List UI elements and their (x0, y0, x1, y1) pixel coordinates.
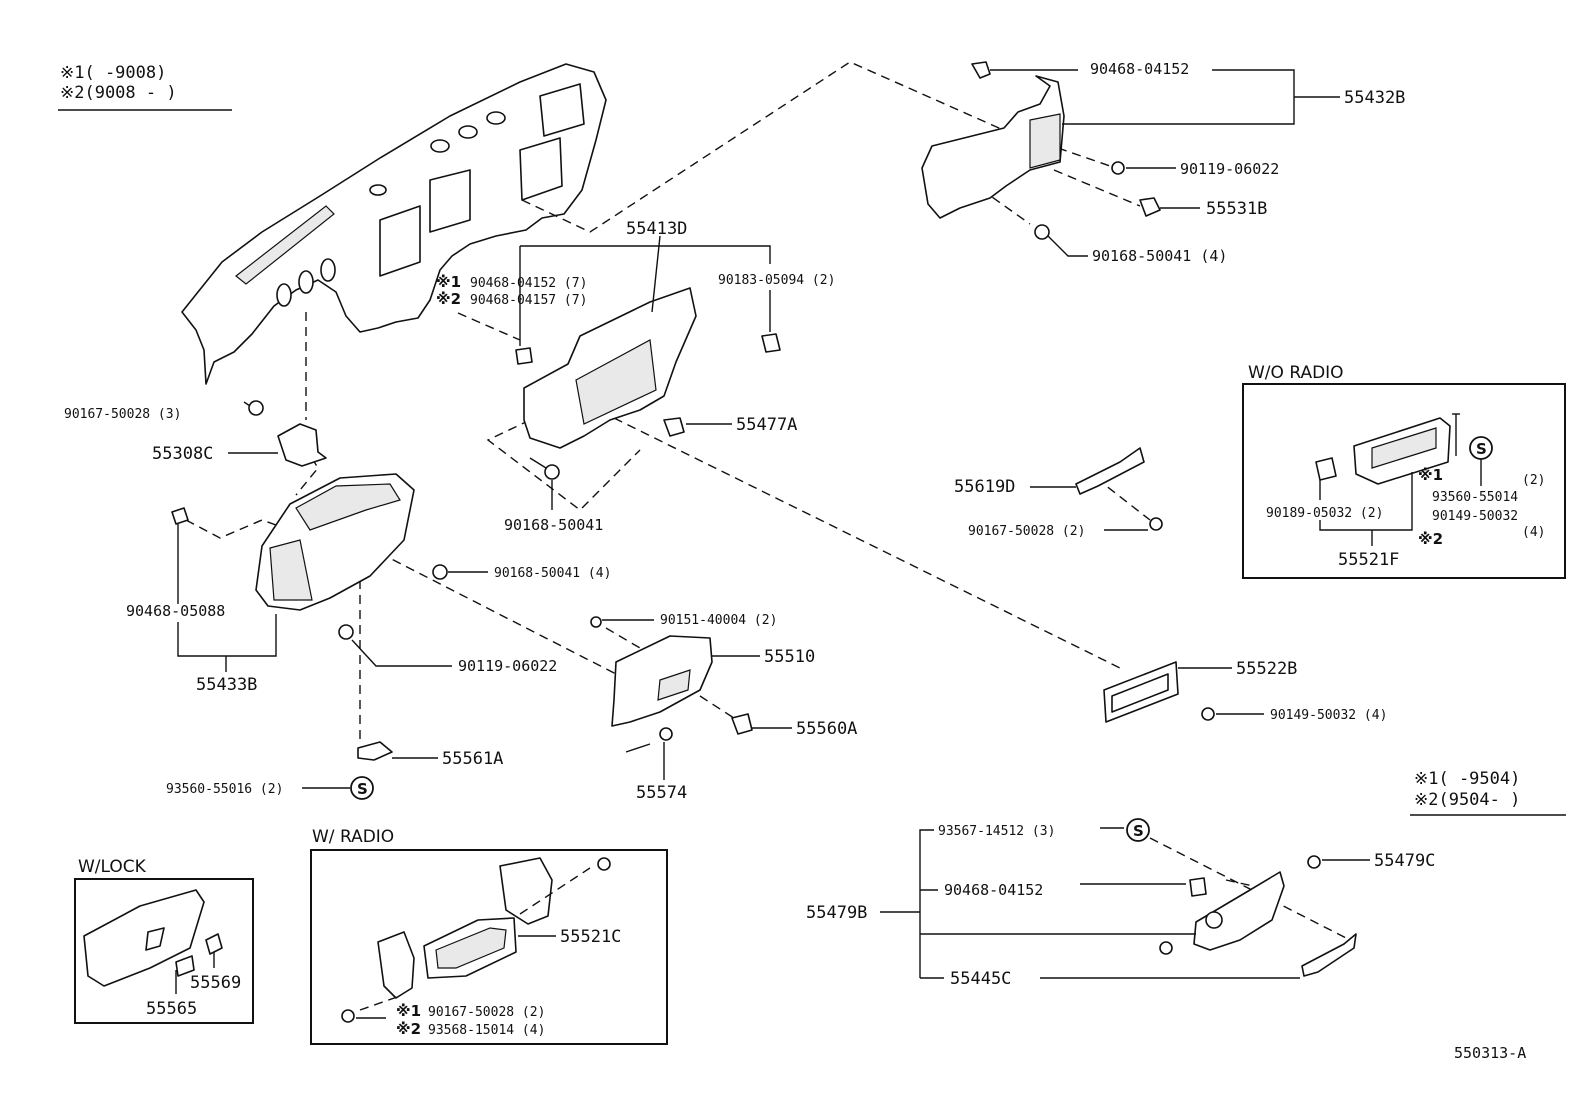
part-55561A (357, 741, 393, 761)
label-qty4-b: (4) (1522, 525, 1545, 540)
label-90183-05094: 90183-05094 (2) (718, 273, 835, 288)
label-90149-50032: 90149-50032 (1432, 509, 1518, 524)
legend-tl-row2: ※2(9008 - ) (60, 83, 177, 103)
service-symbol-wo-radio: S (1476, 440, 1487, 458)
label-93560-55016: 93560-55016 (2) (166, 782, 283, 797)
label-90468-04157-7: 90468-04157 (7) (470, 293, 587, 308)
label-90468-04152-low: 90468-04152 (944, 881, 1043, 899)
label-90167-50028-2-low: 90167-50028 (2) (428, 1005, 545, 1020)
service-symbol-left: S (357, 780, 368, 798)
label-90168-50041: 90168-50041 (504, 516, 603, 534)
box-wo-radio-title: W/O RADIO (1248, 363, 1344, 383)
part-55479B (1159, 855, 1357, 977)
part-55510 (590, 616, 753, 753)
label-55531B: 55531B (1206, 199, 1267, 219)
label-sym1-b: ※1 (1418, 466, 1443, 484)
box-w-lock: W/LOCK (74, 857, 254, 1024)
service-symbols: S S S (350, 436, 1493, 842)
part-55522B (1103, 661, 1215, 723)
label-55308C: 55308C (152, 444, 213, 464)
label-55574: 55574 (636, 783, 687, 803)
label-55619D: 55619D (954, 477, 1015, 497)
label-55561A: 55561A (442, 749, 503, 769)
service-symbol-right: S (1133, 822, 1144, 840)
label-55479B: 55479B (806, 903, 867, 923)
label-90149-50032-4-mid: 90149-50032 (4) (1270, 708, 1387, 723)
legend-r-row1: ※1( -9504) (1414, 769, 1520, 789)
part-labels: 90468-04152 55432B 90119-06022 55531B 90… (64, 60, 1545, 1062)
legend-right: ※1( -9504) ※2(9504- ) (1410, 769, 1566, 816)
label-90468-04152-7: 90468-04152 (7) (470, 276, 587, 291)
label-sym1-a: ※1 (436, 273, 461, 291)
label-90189-05032: 90189-05032 (2) (1266, 506, 1383, 521)
leader-lines (175, 69, 1482, 1019)
label-90468-04152-top: 90468-04152 (1090, 60, 1189, 78)
clip-90468-04152-top (971, 61, 991, 79)
label-90167-50028-3: 90167-50028 (3) (64, 407, 181, 422)
label-90167-50028-2-mid: 90167-50028 (2) (968, 524, 1085, 539)
label-90168-50041-4-top: 90168-50041 (4) (1092, 247, 1227, 265)
label-90468-05088: 90468-05088 (126, 602, 225, 620)
label-55565: 55565 (146, 999, 197, 1019)
box-w-radio-title: W/ RADIO (312, 827, 394, 847)
label-55477A: 55477A (736, 415, 797, 435)
label-93568-15014: 93568-15014 (4) (428, 1023, 545, 1038)
label-sym2-a: ※2 (436, 290, 461, 308)
legend-tl-row1: ※1( -9008) (60, 63, 166, 83)
label-90168-50041-4-mid: 90168-50041 (4) (494, 566, 611, 581)
label-55432B: 55432B (1344, 88, 1405, 108)
label-55479C: 55479C (1374, 851, 1435, 871)
label-qty2-b: (2) (1522, 473, 1545, 488)
label-55522B: 55522B (1236, 659, 1297, 679)
label-90119-06022-mid: 90119-06022 (458, 657, 557, 675)
label-55510: 55510 (764, 647, 815, 667)
part-55433B (171, 473, 448, 640)
label-55413D: 55413D (626, 219, 687, 239)
box-w-lock-title: W/LOCK (78, 857, 147, 877)
box-w-radio: W/ RADIO (310, 827, 668, 1045)
label-90119-06022-top: 90119-06022 (1180, 160, 1279, 178)
label-93560-55014: 93560-55014 (1432, 490, 1518, 505)
clip-55477A (663, 417, 685, 437)
label-93567-14512: 93567-14512 (3) (938, 824, 1055, 839)
label-55433B: 55433B (196, 675, 257, 695)
part-55432B (921, 61, 1161, 240)
label-55560A: 55560A (796, 719, 857, 739)
instrument-panel-illustration (181, 63, 607, 385)
nut-90183-05094 (761, 333, 781, 353)
label-sym2-c: ※2 (396, 1020, 421, 1038)
part-55413D (515, 287, 781, 480)
label-55445C: 55445C (950, 969, 1011, 989)
label-90151-40004: 90151-40004 (2) (660, 613, 777, 628)
box-wo-radio: W/O RADIO (1242, 363, 1566, 579)
figure-id: 550313-A (1454, 1044, 1526, 1062)
label-sym1-c: ※1 (396, 1002, 421, 1020)
part-55308C (243, 400, 327, 467)
label-55521F: 55521F (1338, 550, 1399, 570)
part-55619D (1075, 447, 1163, 531)
label-55569: 55569 (190, 973, 241, 993)
legend-top-left: ※1( -9008) ※2(9008 - ) (58, 63, 232, 111)
legend-r-row2: ※2(9504- ) (1414, 790, 1520, 810)
label-55521C: 55521C (560, 927, 621, 947)
label-sym2-b: ※2 (1418, 530, 1443, 548)
